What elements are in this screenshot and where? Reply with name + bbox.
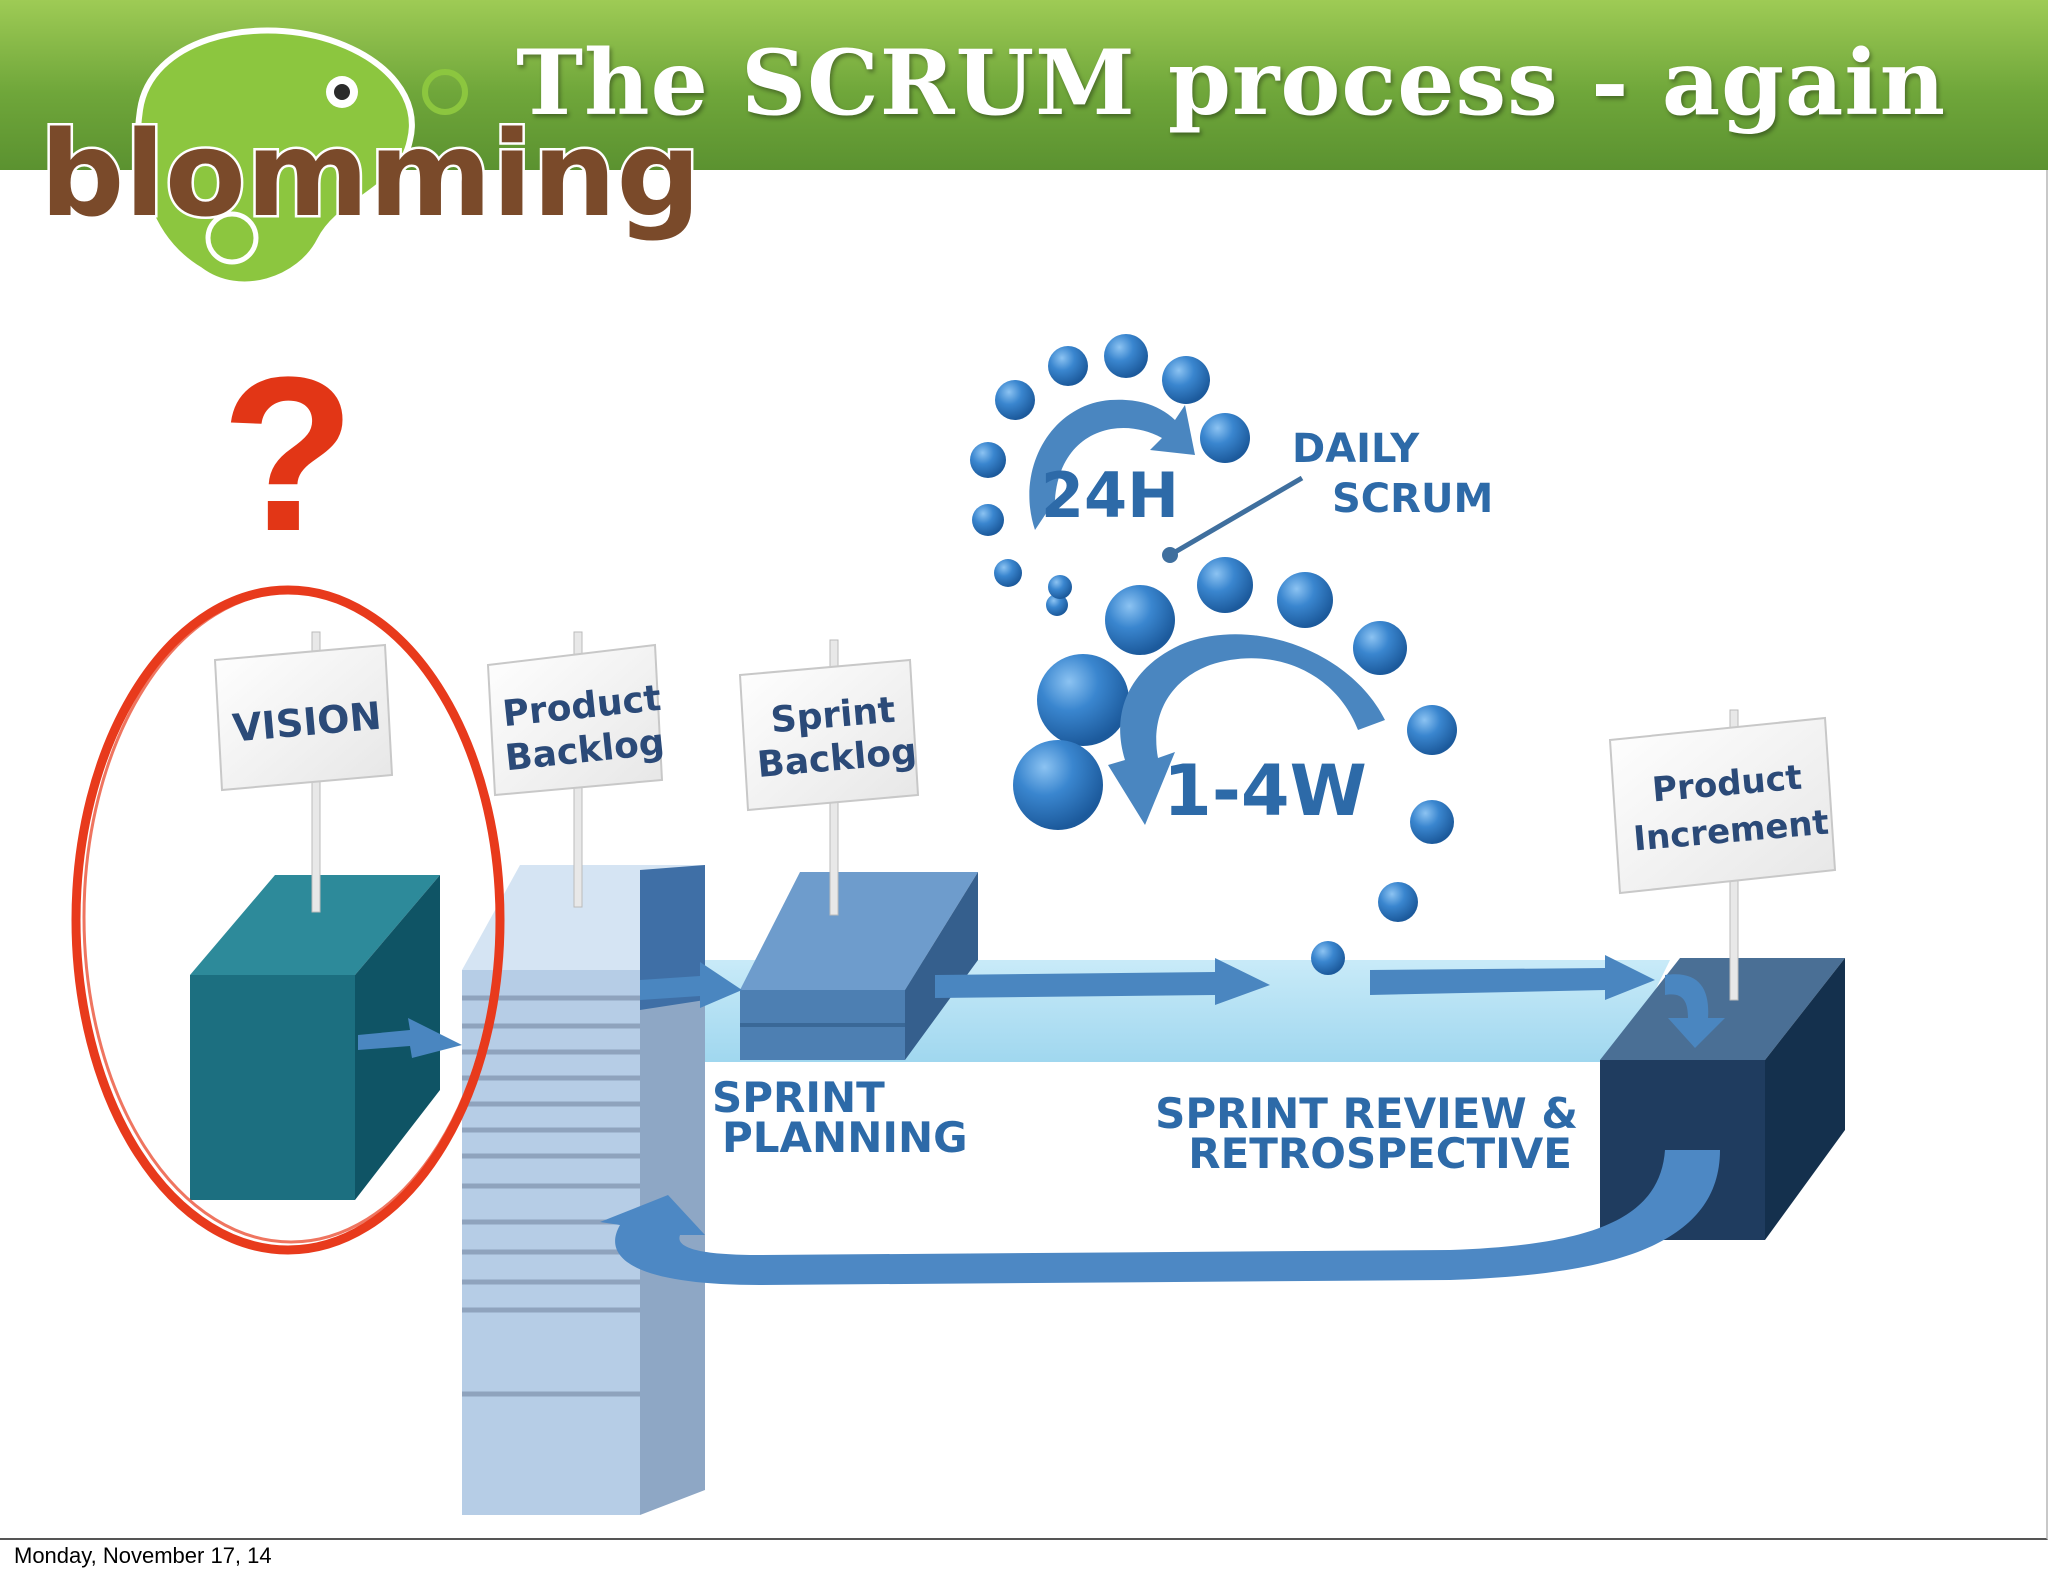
scrum-diagram: blomming ? (38, 27, 1845, 1515)
daily-bubble (1104, 334, 1148, 378)
sprint-bubble (1048, 575, 1072, 599)
daily-bubble (1046, 594, 1068, 616)
sprint-bubble (1353, 621, 1407, 675)
daily-scrum-pointer (1168, 475, 1304, 558)
sprint-bubble (1037, 654, 1129, 746)
daily-cycle-label: 24H (1041, 459, 1179, 532)
sign-sprint-backlog: Sprint Backlog (738, 639, 920, 916)
daily-bubble (994, 559, 1022, 587)
sprint-bubble (1105, 585, 1175, 655)
arrow-vision-to-backlog (358, 1018, 462, 1058)
daily-bubbles (970, 334, 1250, 616)
daily-scrum-pointer-dot (1162, 547, 1178, 563)
sprint-review-line2: RETROSPECTIVE (1188, 1129, 1572, 1178)
slide: The SCRUM process - again blo (0, 0, 2048, 1540)
flow-arrows (358, 955, 1725, 1285)
vision-highlight-circle-inner (82, 590, 500, 1244)
arrow-backlog-to-sprint (640, 962, 742, 1008)
sprint-cycle-arrow (1108, 634, 1385, 825)
blomming-logo[interactable]: blomming (38, 27, 703, 288)
arrow-sprint-to-daily (935, 958, 1270, 1005)
daily-bubble (970, 442, 1006, 478)
question-mark: ? (221, 331, 355, 577)
daily-scrum-line1: DAILY (1292, 426, 1420, 472)
daily-bubble (972, 504, 1004, 536)
sign-product-backlog: Product Backlog (486, 631, 666, 908)
daily-bubble (1162, 356, 1210, 404)
sprint-review-line1: SPRINT REVIEW & (1155, 1089, 1578, 1138)
sprint-bubble (1407, 705, 1457, 755)
logo-wordmark: blomming (40, 105, 701, 243)
sprint-bubble (1013, 740, 1103, 830)
arrow-daily-to-review (1370, 955, 1655, 1000)
chameleon-pupil-icon (334, 84, 350, 100)
product-backlog-stack (462, 865, 705, 1515)
sprint-bubble (1378, 882, 1418, 922)
sprint-bubbles (1013, 557, 1457, 975)
footer-date: Monday, November 17, 14 (14, 1543, 272, 1568)
sprint-backlog-stack (740, 872, 978, 1060)
sprint-bubble (1410, 800, 1454, 844)
sign-product-increment: Product Increment (1608, 709, 1837, 1001)
sprint-planning-line2: PLANNING (722, 1113, 968, 1162)
sprint-bubble (1311, 941, 1345, 975)
slide-title: The SCRUM process - again (516, 30, 1946, 136)
daily-bubble (995, 380, 1035, 420)
arrow-feedback-loop (600, 1150, 1720, 1285)
sign-vision: VISION (213, 631, 394, 913)
sprint-planning-line1: SPRINT (712, 1073, 885, 1122)
daily-bubble (1200, 413, 1250, 463)
daily-cycle-arrow (1029, 399, 1195, 530)
daily-bubble (1048, 346, 1088, 386)
sprint-bubble (1277, 572, 1333, 628)
chameleon-curl-icon (422, 69, 468, 115)
vision-highlight-circle (71, 585, 505, 1255)
sprint-cycle-label: 1-4W (1163, 750, 1367, 832)
daily-scrum-line2: SCRUM (1332, 476, 1493, 522)
sprint-bubble (1197, 557, 1253, 613)
arrow-into-increment (1665, 974, 1725, 1048)
chameleon-tail-icon (205, 211, 259, 265)
